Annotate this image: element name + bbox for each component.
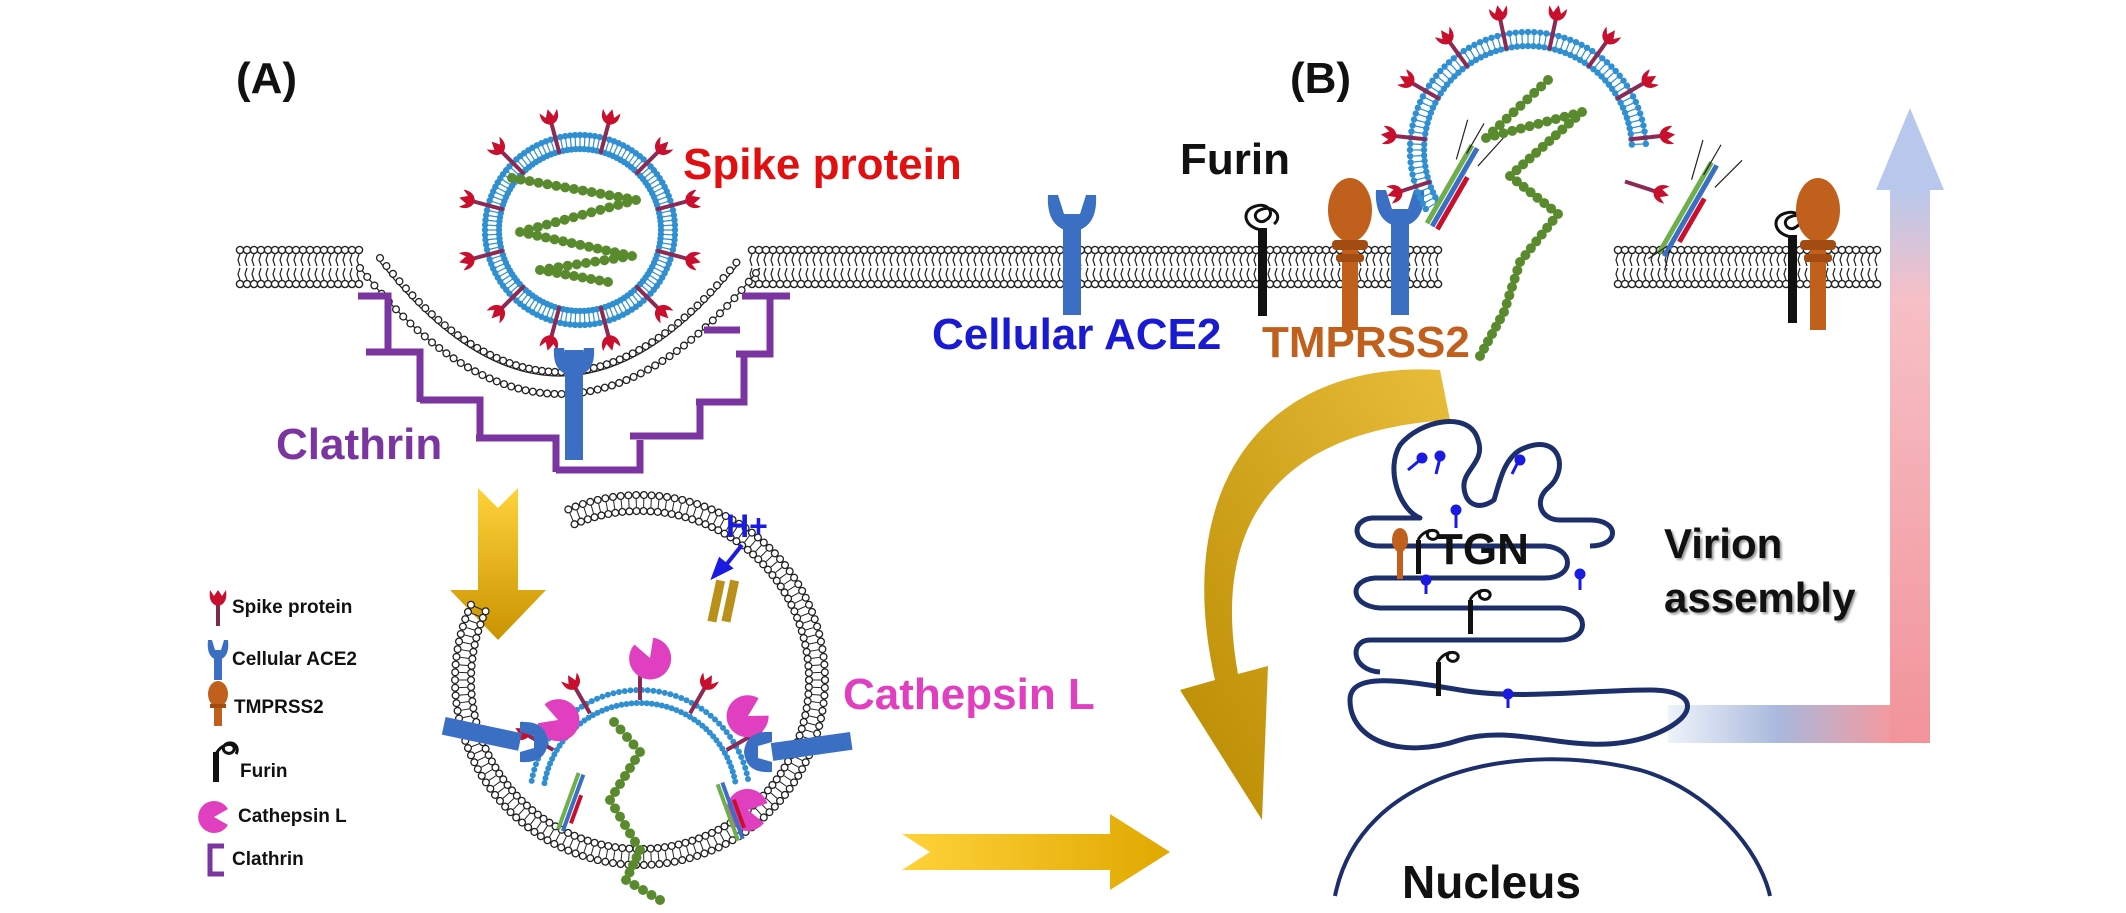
cathepsin-l-icon [198,801,228,833]
virion-a [458,108,702,352]
furin-b-left [1244,203,1280,316]
trans-golgi-network [1333,419,1772,897]
tgn-proteins [1392,528,1492,696]
ace2-receptor-icon [207,640,229,680]
right-arrow [902,814,1170,890]
fusion-complex-left [1424,119,1504,231]
legend-icons [198,590,239,877]
tmprss2-b-right [1796,178,1840,330]
virion-assembly-arrow [1668,108,1944,743]
h-plus-arrow [710,543,744,581]
legend-label-cathepsin: Cathepsin L [238,806,347,827]
fusion-complex-right [1648,139,1743,271]
spike-protein-icon [209,590,227,626]
endosome [441,490,853,905]
legend-label-spike: Spike protein [232,597,353,618]
tmprss2-b-left [1328,178,1372,330]
legend-label-clathrin: Clathrin [232,849,304,870]
rna-strand-b [1475,75,1587,361]
legend-label-ace2: Cellular ACE2 [232,649,357,670]
spike-protein-label: Spike protein [683,140,962,189]
ace2-receptor [1047,195,1097,315]
furin-label: Furin [1180,135,1290,184]
h-plus-label: H+ [726,508,768,544]
tgn-label: TGN [1436,525,1529,574]
virion-assembly-label-line1: Virion [1664,520,1783,567]
furin-icon [213,741,239,782]
virion-assembly-label-line2: assembly [1664,574,1856,621]
clathrin-icon [207,843,224,877]
clathrin-label: Clathrin [276,420,443,469]
panel-label-b: (B) [1290,54,1352,103]
cellular-ace2-label: Cellular ACE2 [932,310,1222,359]
clathrin-coat [358,292,790,474]
clathrin-coated-pit [355,253,761,399]
curved-arrow [1180,369,1450,820]
cathepsin-l-label: Cathepsin L [843,670,1095,719]
virion-b [1380,5,1676,213]
tmprss2-icon [208,681,228,726]
legend-label-furin: Furin [240,761,288,782]
down-arrow [450,488,546,640]
tgn-pins [1407,450,1586,708]
legend-label-tmprss2: TMPRSS2 [234,697,324,718]
ace2-b [1375,190,1425,315]
plasma-membrane [235,245,1882,289]
panel-label-a: (A) [236,54,298,103]
nucleus-label: Nucleus [1402,856,1581,908]
ace2-in-pit [553,348,595,460]
tmprss2-label: TMPRSS2 [1262,318,1470,367]
